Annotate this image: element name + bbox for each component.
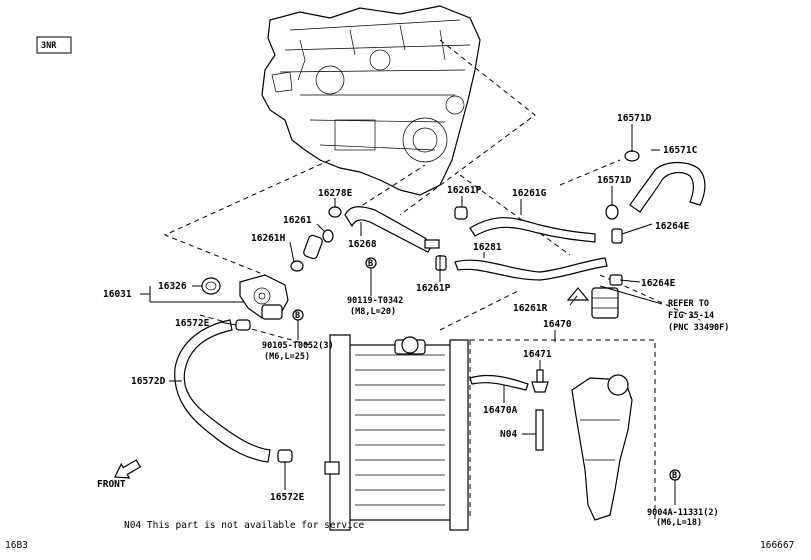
clamp-16571d-lower <box>605 204 619 220</box>
clamp-16261p-lower <box>435 255 447 271</box>
label-16261p-lower: 16261P <box>416 283 451 294</box>
engine-code-text: 3NR <box>41 41 57 51</box>
label-bolt-90119-spec: (M8,L=20) <box>350 307 396 317</box>
label-n04: N04 <box>500 429 517 440</box>
footnote: N04 This part is not available for servi… <box>124 520 364 531</box>
clamp-16261r <box>566 287 590 301</box>
radiator-cap-16471 <box>531 369 549 393</box>
front-arrow: FRONT <box>97 459 142 490</box>
label-16264e-lower: 16264E <box>641 278 676 289</box>
label-16572e-upper: 16572E <box>175 318 210 329</box>
svg-text:B: B <box>672 471 677 481</box>
label-bolt-9004a: 9004A-11331(2) <box>647 508 719 518</box>
clamp-16264e-upper <box>611 228 623 244</box>
label-16261p-upper: 16261P <box>447 185 482 196</box>
leader-lines <box>140 124 676 505</box>
page-code-right: 166667 <box>760 540 794 551</box>
label-16571d-lower: 16571D <box>597 175 632 186</box>
label-16470a: 16470A <box>483 405 518 416</box>
label-16261: 16261 <box>283 215 312 226</box>
refer-line-1: REFER TO <box>668 299 709 309</box>
label-16571c: 16571C <box>663 145 698 156</box>
label-16571d-upper: 16571D <box>617 113 652 124</box>
clamp-16261h <box>290 260 304 272</box>
bolt-marker-90119: B <box>365 257 377 269</box>
reservoir-tank <box>571 374 633 521</box>
pipe-n04 <box>535 409 544 451</box>
water-inlet-16031 <box>239 274 289 320</box>
hose-16470a <box>469 374 529 391</box>
page-code-left: 16B3 <box>5 540 28 551</box>
label-16261r: 16261R <box>513 303 548 314</box>
label-bolt-90105: 90105-T0052(3) <box>262 341 334 351</box>
label-bolt-9004a-spec: (M6,L=18) <box>656 518 702 528</box>
clamp-16278e <box>328 206 342 218</box>
hose-16571c <box>629 161 706 213</box>
label-bolt-90119: 90119-T0342 <box>347 296 403 306</box>
hose-16572d <box>174 319 271 463</box>
svg-text:B: B <box>368 259 373 269</box>
radiator <box>324 334 469 531</box>
gasket-16326 <box>201 277 221 295</box>
label-16268: 16268 <box>348 239 377 250</box>
clamp-16571d-upper <box>624 150 640 162</box>
bolt-marker-9004a: B <box>669 469 681 481</box>
refer-line-3: (PNC 33490F) <box>668 323 729 333</box>
label-16470: 16470 <box>543 319 572 330</box>
label-16261g: 16261G <box>512 188 547 199</box>
label-16281: 16281 <box>473 242 502 253</box>
label-16278e: 16278E <box>318 188 353 199</box>
label-16471: 16471 <box>523 349 552 360</box>
clamp-16572e-lower <box>277 449 293 463</box>
clamp-16572e-upper <box>235 319 251 331</box>
engine-code-badge: 3NR <box>36 36 72 54</box>
hose-16261g <box>469 217 596 243</box>
heater-valve <box>591 287 619 319</box>
label-16326: 16326 <box>158 281 187 292</box>
refer-line-2: FIG 35-14 <box>668 311 714 321</box>
hose-16281 <box>454 257 608 281</box>
engine-block <box>261 5 481 196</box>
svg-text:FRONT: FRONT <box>97 479 126 490</box>
bolt-marker-90105: B <box>292 309 304 321</box>
label-16572e-lower: 16572E <box>270 492 305 503</box>
clamp-16261p-upper <box>454 206 468 220</box>
label-bolt-90105-spec: (M6,L=25) <box>264 352 310 362</box>
svg-text:B: B <box>295 311 300 321</box>
label-16031: 16031 <box>103 289 132 300</box>
label-16264e-upper: 16264E <box>655 221 690 232</box>
hose-16261 <box>303 229 334 260</box>
label-16261h: 16261H <box>251 233 286 244</box>
pipe-16268 <box>344 206 440 253</box>
label-16572d: 16572D <box>131 376 166 387</box>
